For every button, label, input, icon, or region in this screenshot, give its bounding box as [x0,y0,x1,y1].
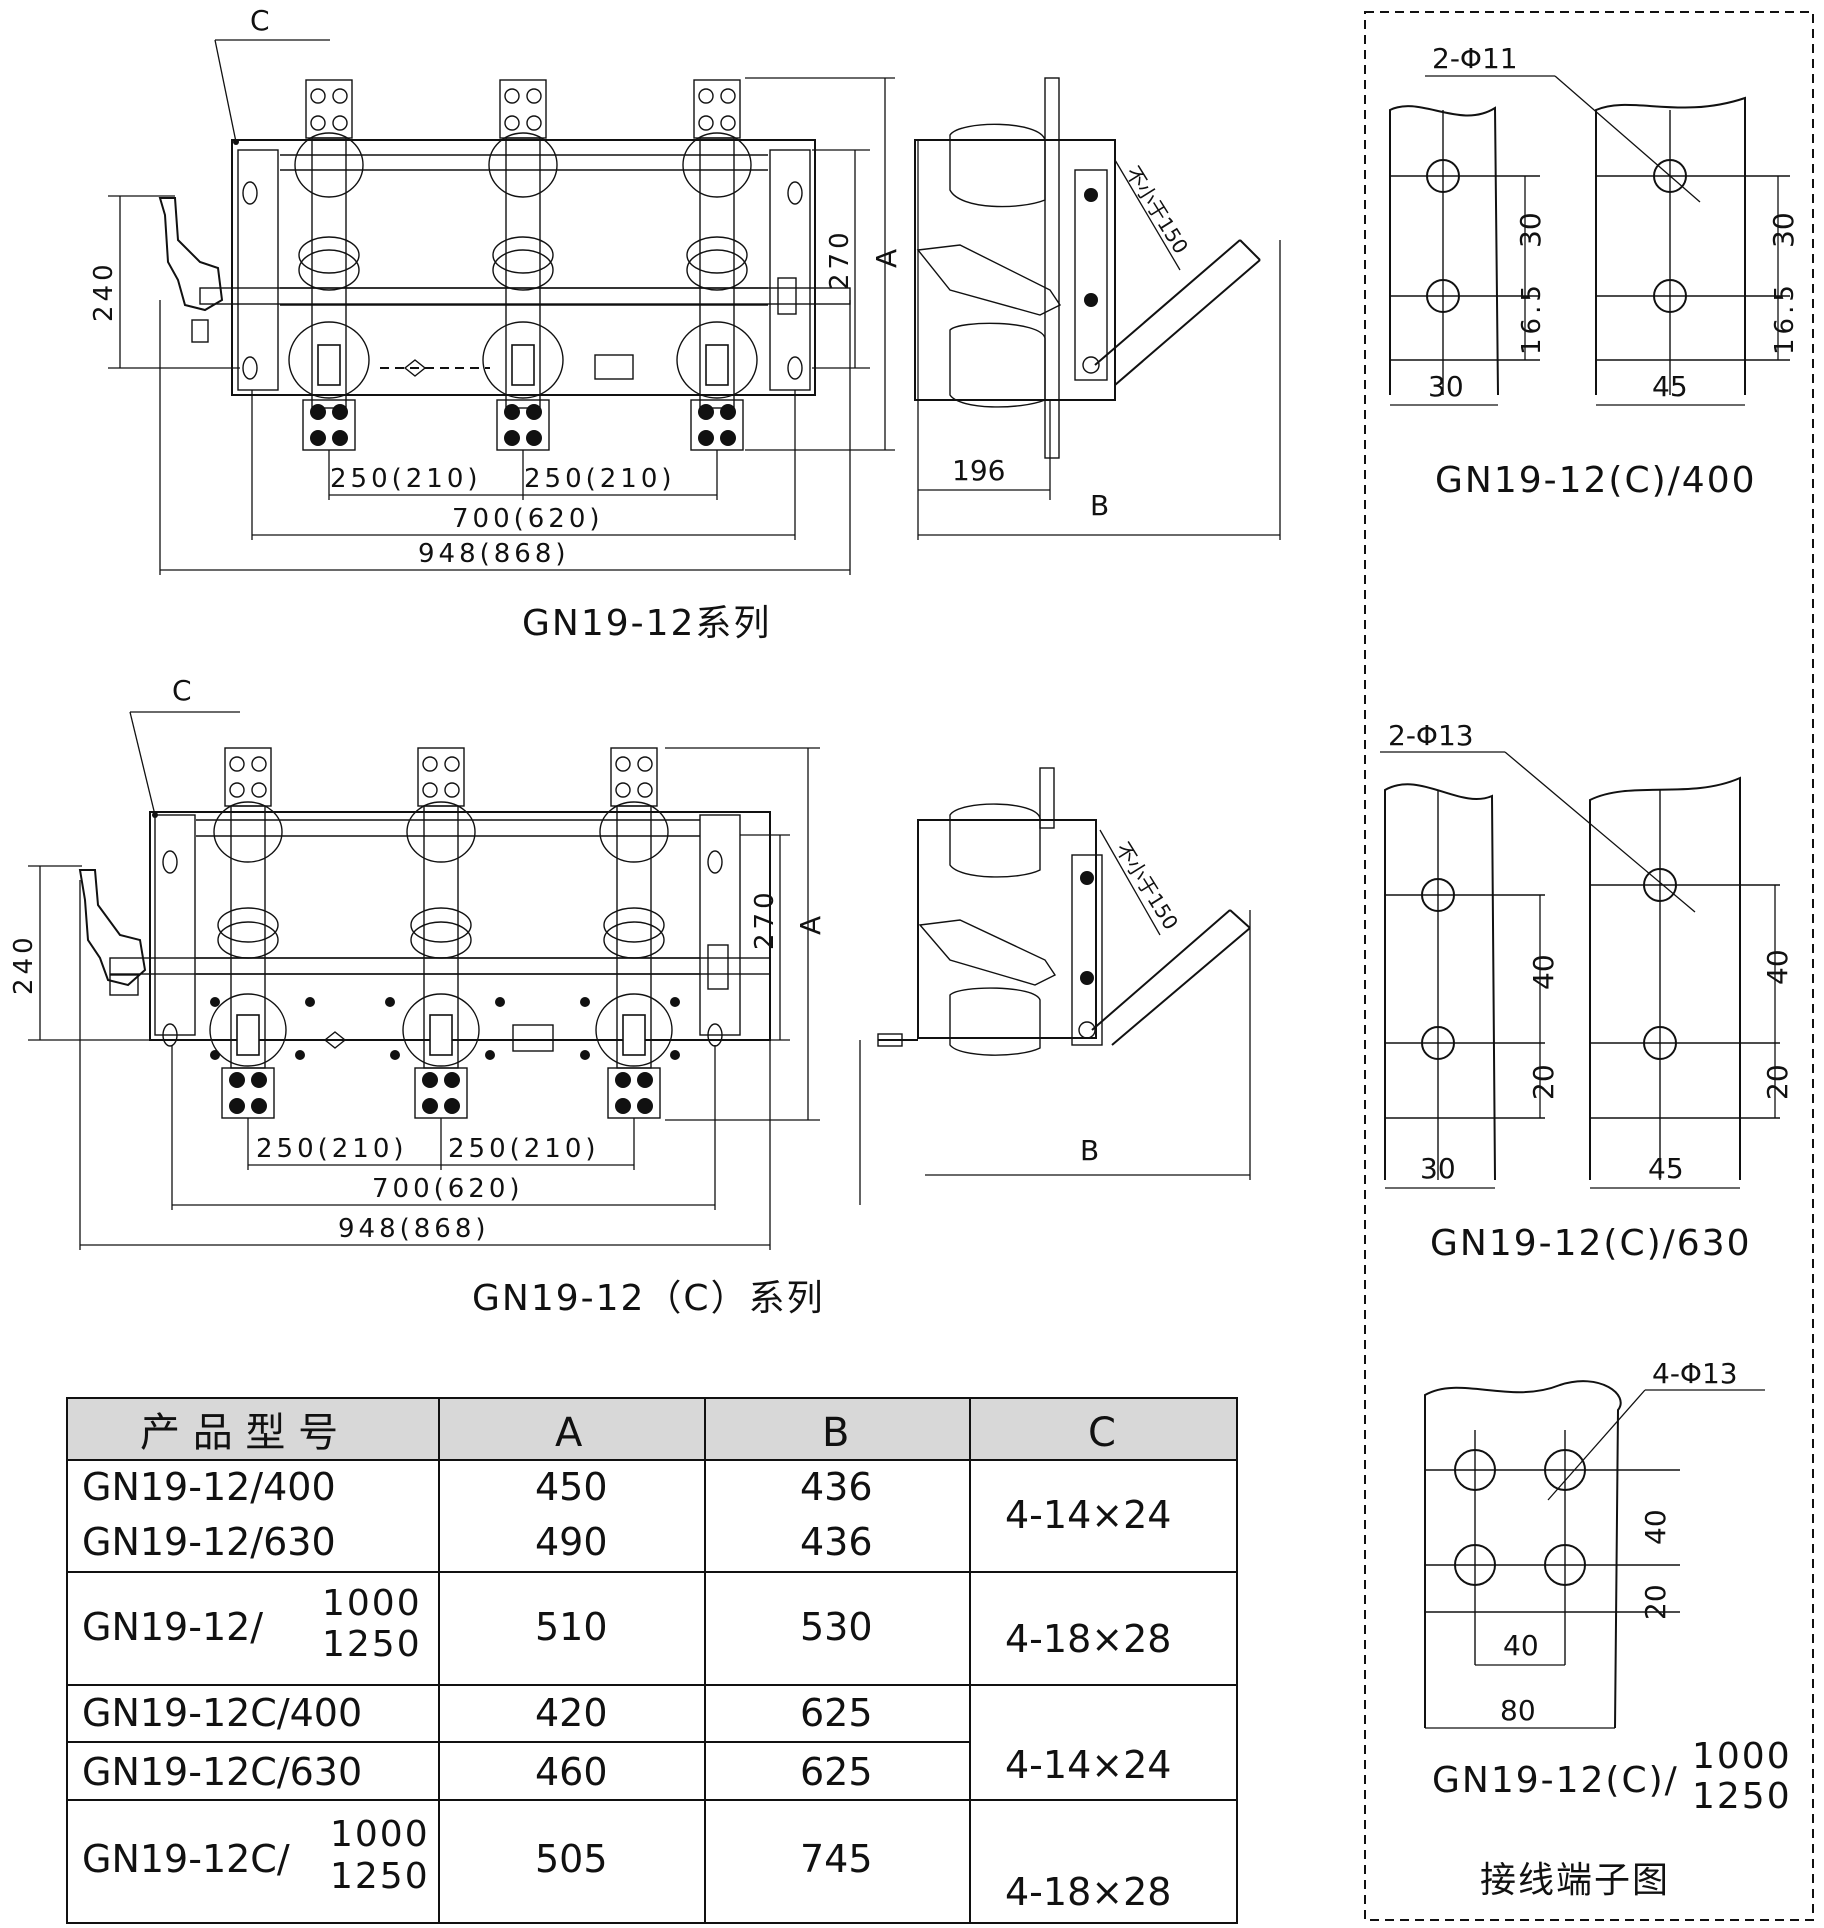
table-b-3: 530 [800,1605,873,1649]
table-b-2: 436 [800,1520,873,1564]
terminal-detail-panel: 2-Φ11 30 30 16.5 16.5 30 45 GN19-12(C)/4… [1364,11,1814,1921]
terminal-630: 2-Φ13 40 40 20 20 30 45 GN19-12(C)/630 [1380,719,1794,1264]
drawing1-dim-270: 270 [825,228,855,290]
terminal-400-d16b: 16.5 [1770,281,1800,355]
dimension-table: 产 品 型 号 A B C GN19-12/400 450 436 GN19-1… [66,1397,1238,1924]
table-b-6: 745 [800,1837,873,1881]
drawing1-dim-948: 948(868) [418,539,570,569]
terminal-1000-w80: 80 [1500,1694,1536,1727]
terminal-400-d30a: 30 [1514,212,1547,248]
terminal-630-d40a: 40 [1527,954,1560,990]
table-c-1: 4-14×24 [1005,1493,1171,1537]
drawing1-caption: GN19-12系列 [522,603,771,644]
table-model-3-num: 1000 [322,1583,422,1624]
table-model-1: GN19-12/400 [82,1465,336,1509]
drawing1-pole-3 [676,79,758,451]
table-header-a: A [555,1410,583,1456]
table-model-6-den: 1250 [330,1856,430,1897]
terminal-630-d40b: 40 [1761,949,1794,985]
drawing1-side-196: 196 [952,454,1005,487]
table-model-3-den: 1250 [322,1624,422,1665]
drawing1-side-view: 不小于150 B 196 [914,77,1281,540]
terminal-400-caption: GN19-12(C)/400 [1435,460,1757,501]
table-b-4: 625 [800,1691,873,1735]
terminal-630-w30: 30 [1420,1152,1456,1185]
table-model-3-prefix: GN19-12/ [82,1605,263,1649]
terminal-panel-title: 接线端子图 [1480,1860,1670,1901]
drawing2-pole-1 [209,747,287,1119]
drawing2-side-note: 不小于150 [1111,838,1183,934]
drawing1-dim-700: 700(620) [452,504,604,534]
terminal-400-d16a: 16.5 [1517,281,1547,355]
drawing2-dim-a: A [794,916,827,935]
terminal-400-w45: 45 [1652,370,1688,403]
terminal-1000-caption-den: 1250 [1692,1776,1792,1817]
drawing2-dim-948: 948(868) [338,1214,490,1244]
drawing2-pole-3 [595,747,673,1119]
table-model-2: GN19-12/630 [82,1520,336,1564]
drawing2-dim-240: 240 [9,933,39,995]
drawing1-dim-a: A [870,249,903,268]
drawing1-dim-240: 240 [89,260,119,322]
table-c-2: 4-18×28 [1005,1617,1171,1661]
terminal-630-caption: GN19-12(C)/630 [1430,1223,1752,1264]
terminal-400-hole: 2-Φ11 [1432,42,1518,75]
drawing2-dim-270: 270 [750,888,780,950]
terminal-1000-caption-num: 1000 [1692,1736,1792,1777]
drawing2-front-view: C 240 270 A 250(210) 250(210) 700(620) 9… [9,674,827,1319]
drawing1-side-note: 不小于150 [1121,162,1193,258]
drawing1-dim-250b: 250(210) [524,464,676,494]
terminal-400: 2-Φ11 30 30 16.5 16.5 30 45 GN19-12(C)/4… [1389,42,1800,501]
table-a-1: 450 [535,1465,608,1509]
drawing2-pole-2 [402,747,480,1119]
table-header-model: 产 品 型 号 [140,1410,338,1456]
table-model-6-prefix: GN19-12C/ [82,1837,290,1881]
drawing2-dim-250a: 250(210) [256,1134,408,1164]
terminal-1000-caption-prefix: GN19-12(C)/ [1432,1760,1679,1801]
terminal-1000-hole: 4-Φ13 [1652,1357,1738,1390]
table-header-b: B [822,1410,849,1456]
table-b-1: 436 [800,1465,873,1509]
drawing1-dim-250a: 250(210) [330,464,482,494]
drawing2-label-c: C [172,674,192,707]
terminal-630-hole: 2-Φ13 [1388,719,1474,752]
drawing1-pole-1 [288,79,370,451]
table-a-3: 510 [535,1605,608,1649]
terminal-400-d30b: 30 [1767,212,1800,248]
table-a-5: 460 [535,1750,608,1794]
terminal-630-d20b: 20 [1761,1064,1794,1100]
terminal-1000-w40: 40 [1503,1629,1539,1662]
table-model-4: GN19-12C/400 [82,1691,362,1735]
table-c-3: 4-14×24 [1005,1743,1171,1787]
table-a-4: 420 [535,1691,608,1735]
terminal-1000: 4-Φ13 40 20 40 80 GN19-12(C)/ 1000 1250 [1424,1357,1792,1817]
drawing2-side-view: 不小于150 B [859,767,1251,1205]
drawing1-label-c: C [250,4,270,37]
terminal-1000-d40: 40 [1639,1509,1672,1545]
table-header-c: C [1088,1410,1116,1456]
terminal-630-d20a: 20 [1527,1064,1560,1100]
table-a-6: 505 [535,1837,608,1881]
drawing2-side-b: B [1080,1134,1099,1167]
drawing2-dim-250b: 250(210) [448,1134,600,1164]
drawing1-pole-2 [482,79,564,451]
drawing2-caption: GN19-12（C）系列 [472,1278,825,1319]
table-model-5: GN19-12C/630 [82,1750,362,1794]
table-b-5: 625 [800,1750,873,1794]
table-a-2: 490 [535,1520,608,1564]
table-model-6-num: 1000 [330,1814,430,1855]
table-c-4: 4-18×28 [1005,1870,1171,1914]
terminal-400-w30: 30 [1428,370,1464,403]
drawing1-side-b: B [1090,489,1109,522]
terminal-1000-d20: 20 [1639,1584,1672,1620]
drawing2-dim-700: 700(620) [372,1174,524,1204]
terminal-630-w45: 45 [1648,1152,1684,1185]
drawing1-front-view: C 240 270 A 250(210) 250(210) 700(620) 9… [89,4,903,644]
